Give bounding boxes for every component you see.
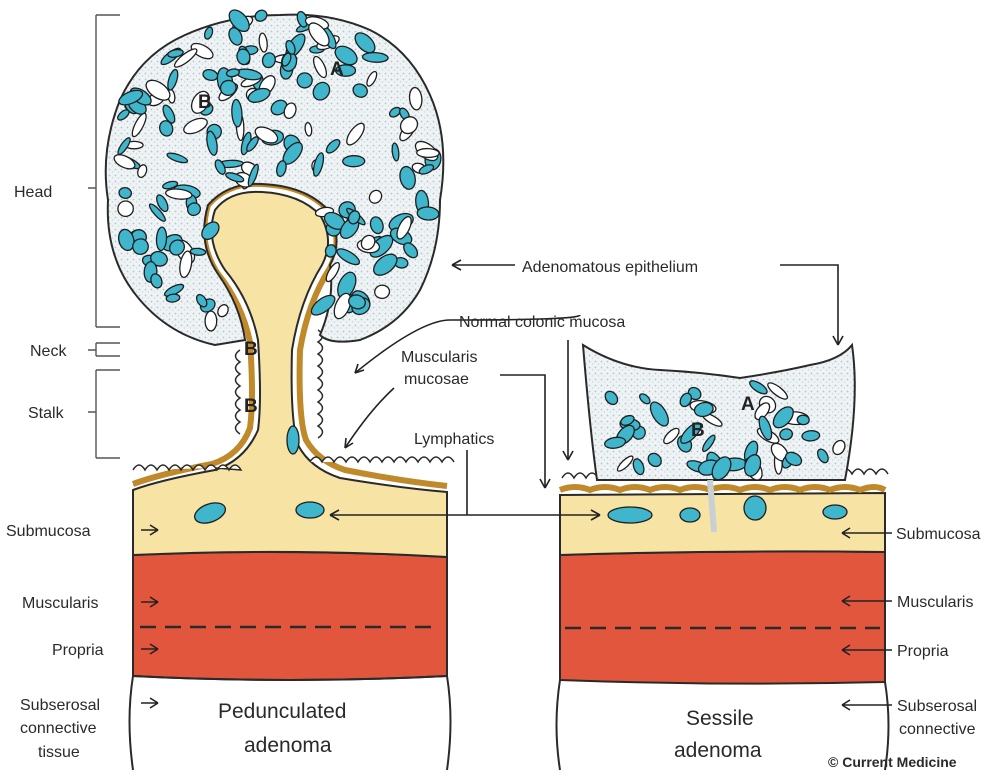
sessile-speckle-streak (710, 480, 714, 532)
sessile-muscularis-propria (560, 551, 885, 683)
sessile-region-b-letter: B (691, 420, 705, 441)
sessile-submucosa (560, 493, 885, 555)
copyright-label: © Current Medicine (828, 754, 957, 770)
subserosal-right-label-line2: connective (899, 721, 976, 738)
subserosal-left-label-line2: connective (20, 720, 97, 737)
head-region-a-letter: A (330, 59, 344, 80)
muscularis-mucosae-label-line2: mucosae (404, 371, 469, 388)
subserosal-left-label-line3: tissue (38, 744, 80, 761)
sessile-muscularis-mucosae (560, 487, 885, 490)
head-region-b-letter: B (198, 92, 212, 113)
sessile-region-a-letter: A (741, 394, 755, 415)
gland (205, 311, 217, 331)
neck-label: Neck (30, 343, 67, 360)
gland (797, 415, 810, 425)
stalk-region-b-letter: B (244, 396, 258, 417)
muscularis-left-label: Muscularis (22, 595, 98, 612)
stalk-label: Stalk (28, 405, 65, 422)
propria-left-label: Propria (52, 642, 104, 659)
sessile-caption-line1: Sessile (686, 707, 754, 730)
subserosal-right-label-line1: Subserosal (897, 698, 977, 715)
gland (417, 148, 440, 158)
neck-region-b-letter: B (244, 339, 258, 360)
head-label: Head (14, 184, 52, 201)
pedunculated-muscularis-propria (133, 552, 447, 680)
pedunculated-caption-line2: adenoma (244, 734, 332, 757)
pedunculated-caption-line1: Pedunculated (218, 700, 346, 723)
propria-right-label: Propria (897, 643, 949, 660)
sessile-caption-line2: adenoma (674, 739, 762, 762)
lymphatics-label: Lymphatics (414, 431, 494, 448)
submucosa-left-label: Submucosa (6, 523, 91, 540)
gland (118, 201, 134, 217)
submucosa-right-label: Submucosa (896, 526, 981, 543)
muscularis-right-label: Muscularis (897, 594, 973, 611)
muscularis-mucosae-label-line1: Muscularis (401, 349, 477, 366)
normal-colonic-mucosa-label: Normal colonic mucosa (459, 314, 625, 331)
adenomatous-epithelium-label: Adenomatous epithelium (522, 259, 698, 276)
subserosal-left-label-line1: Subserosal (20, 697, 100, 714)
gland (343, 156, 365, 167)
